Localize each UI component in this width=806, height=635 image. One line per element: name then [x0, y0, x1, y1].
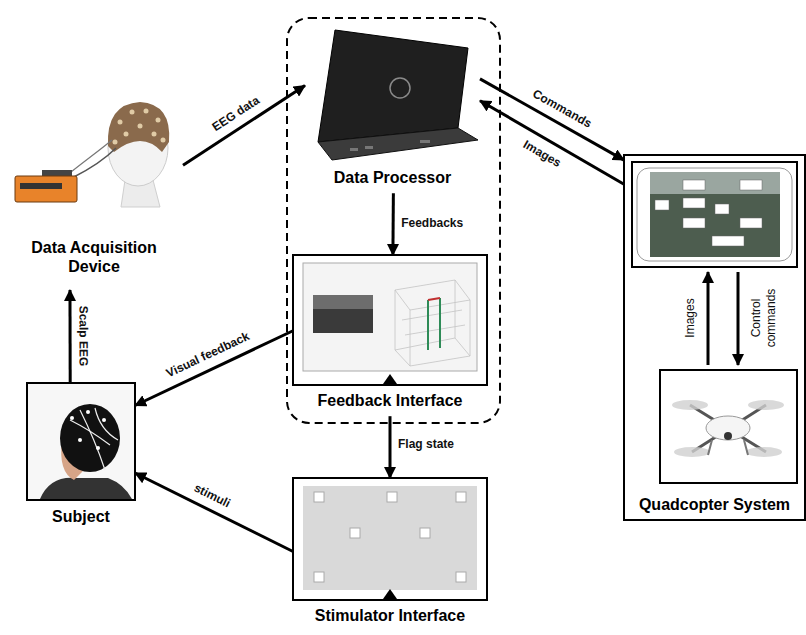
flow-arrow	[389, 416, 392, 478]
laptop-picture	[318, 30, 478, 160]
flow-arrow	[391, 193, 394, 255]
flight-path	[428, 298, 440, 350]
laptop-logo	[390, 78, 410, 98]
flow-arrow	[480, 79, 624, 160]
phone-screen	[650, 172, 780, 257]
control-arrow	[737, 272, 740, 365]
monitor-frame	[293, 478, 487, 600]
eeg-device-picture	[15, 102, 169, 207]
monitor-screen	[303, 486, 477, 590]
phone-buttons	[655, 180, 762, 246]
phone-screen-sky	[650, 172, 780, 194]
node-title: Subject	[27, 507, 135, 526]
node-title: Data Acquisition Device	[5, 238, 183, 276]
subject-photo	[27, 383, 135, 500]
electrode-wires	[70, 408, 118, 470]
wire	[66, 140, 112, 176]
eeg-cap	[108, 102, 169, 152]
subject-cap	[60, 404, 120, 472]
signal-label: Control commands	[749, 279, 779, 357]
edge-label: Commands	[530, 86, 594, 131]
node-title: Data Processor	[305, 168, 480, 187]
flow-arrow	[183, 86, 305, 166]
stimulator-monitor	[293, 478, 487, 600]
node-title: Stimulator Interface	[293, 606, 487, 625]
monitor-stand	[383, 374, 397, 384]
subject-shoulders	[40, 478, 132, 499]
edge-label: EEG data	[210, 93, 263, 135]
laptop-lid	[318, 30, 468, 142]
edge-label: Images	[520, 137, 563, 171]
diagram-node: Stimulator Interface	[293, 478, 487, 631]
system-frame	[624, 155, 805, 520]
node-title: Quadcopter System	[624, 495, 805, 514]
flow-arrow	[135, 331, 293, 406]
photo-frame	[27, 383, 135, 500]
laptop-base	[318, 128, 478, 160]
amplifier-box	[15, 176, 77, 202]
node-title: Feedback Interface	[293, 391, 487, 410]
phone-body	[637, 168, 792, 261]
monitor-frame	[293, 255, 487, 385]
diagram-node: Feedback Interface	[293, 255, 487, 416]
edge-label: Flag state	[398, 437, 454, 452]
phone-frame	[632, 162, 797, 267]
edge-label: Visual feedback	[164, 329, 252, 381]
diagram-node: Data Processor	[305, 25, 480, 193]
quadcopter-system-picture	[624, 155, 805, 520]
feedback-monitor	[293, 255, 487, 385]
edge-label: Feedbacks	[401, 215, 463, 230]
monitor-screen	[303, 263, 477, 371]
signal-label: Images	[683, 298, 698, 337]
flow-arrow	[68, 290, 71, 383]
amplifier-stripe	[20, 183, 62, 189]
flow-arrow	[480, 101, 624, 185]
cap-electrodes	[113, 109, 166, 145]
flight-path	[428, 298, 440, 300]
flow-arrow	[135, 473, 293, 552]
drone-frame	[660, 370, 797, 483]
flight-grid	[395, 280, 470, 366]
monitor-stand	[383, 589, 397, 599]
group-outline	[287, 18, 500, 423]
camera-image-sky	[313, 295, 373, 309]
images-arrow	[707, 272, 710, 365]
diagram-node: Data Acquisition Device	[5, 95, 183, 290]
laptop-ports	[350, 140, 430, 151]
electrodes	[70, 410, 106, 450]
flicker-targets	[314, 492, 466, 582]
drone-picture	[672, 400, 784, 457]
camera-image	[313, 295, 373, 333]
diagram-node: Subject	[27, 383, 135, 533]
wire	[72, 148, 116, 178]
edge-label: stimuli	[192, 480, 233, 511]
edge-label: Scalp EEG	[76, 306, 91, 367]
